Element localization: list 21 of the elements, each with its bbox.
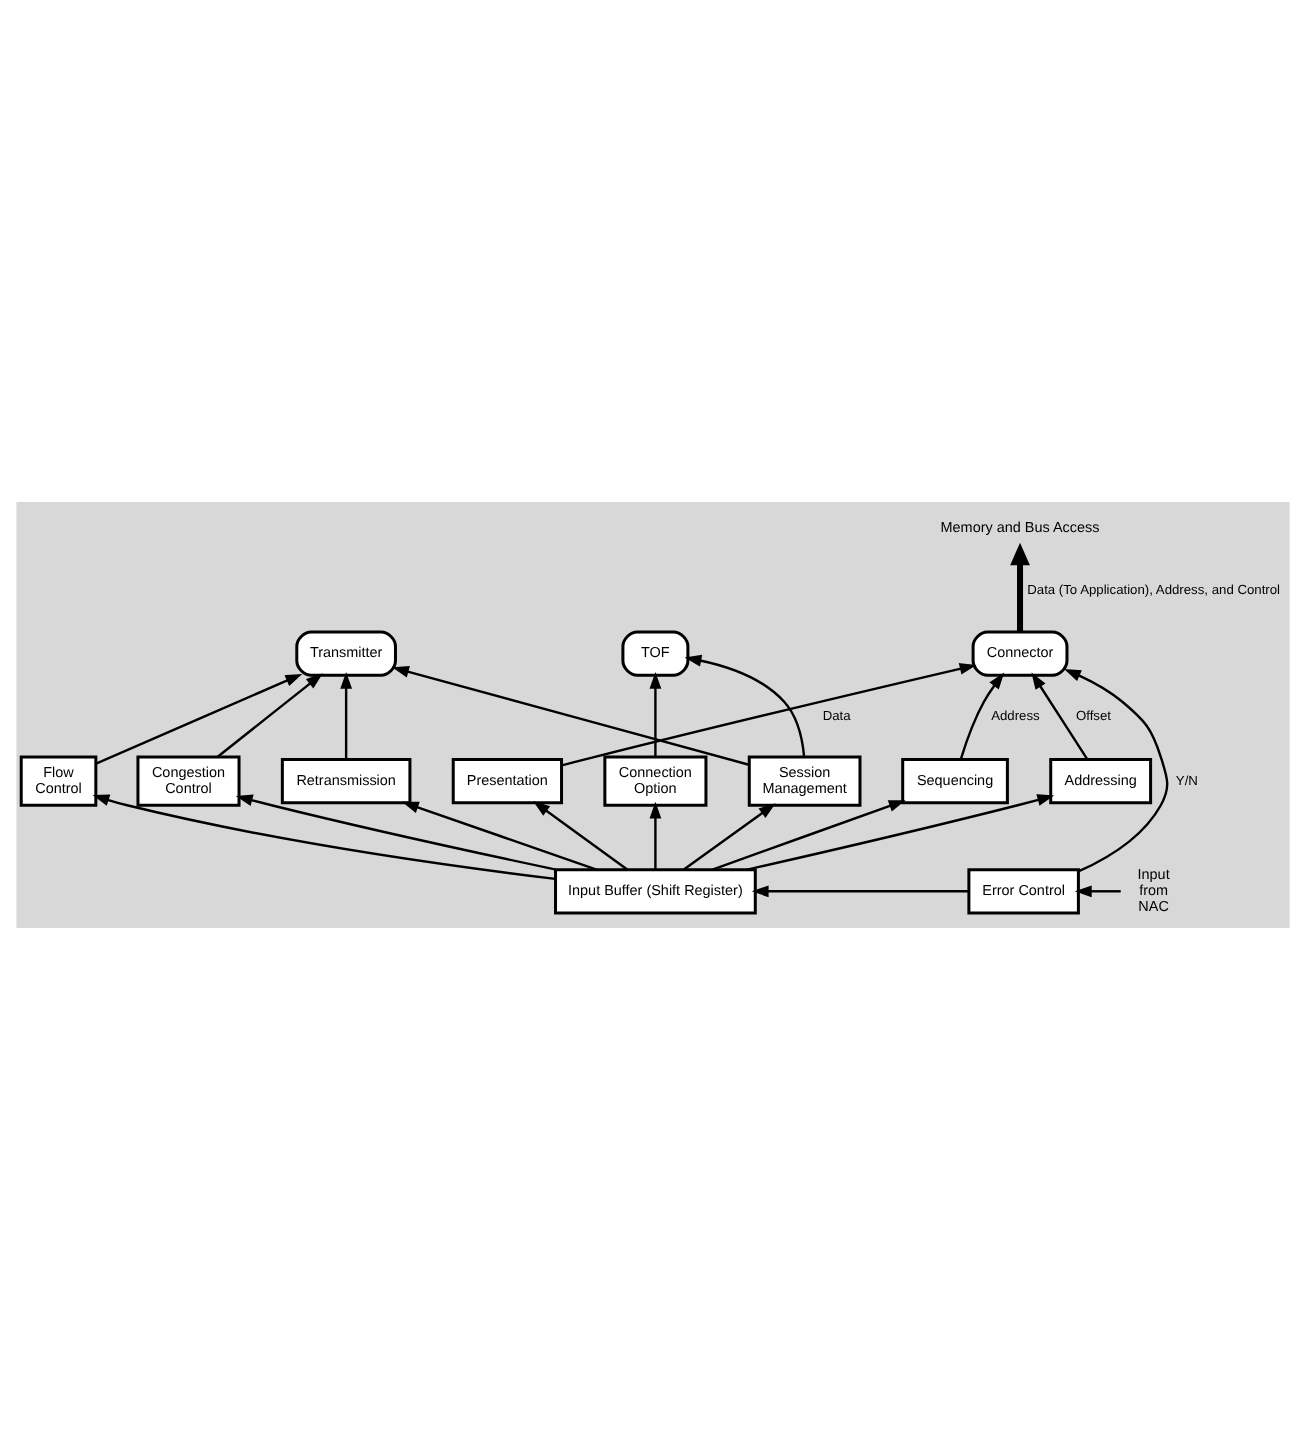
arrow — [746, 794, 1055, 871]
arrow — [959, 672, 1005, 760]
arrow — [712, 800, 906, 871]
arrow — [92, 794, 556, 881]
arrow — [340, 671, 353, 760]
arrow — [392, 666, 750, 766]
arrow — [95, 673, 303, 765]
arrow — [235, 794, 557, 871]
arrow — [533, 801, 628, 871]
arrow — [216, 673, 323, 758]
arrow — [1031, 672, 1089, 760]
arrow — [751, 885, 969, 898]
arrow — [684, 654, 806, 758]
arrow — [649, 671, 662, 757]
arrow — [1074, 885, 1121, 898]
arrow — [649, 801, 662, 870]
arrow — [1064, 668, 1169, 873]
arrow — [683, 803, 776, 871]
arrow — [401, 801, 597, 871]
arrow — [561, 663, 977, 767]
arrow — [1010, 542, 1030, 632]
